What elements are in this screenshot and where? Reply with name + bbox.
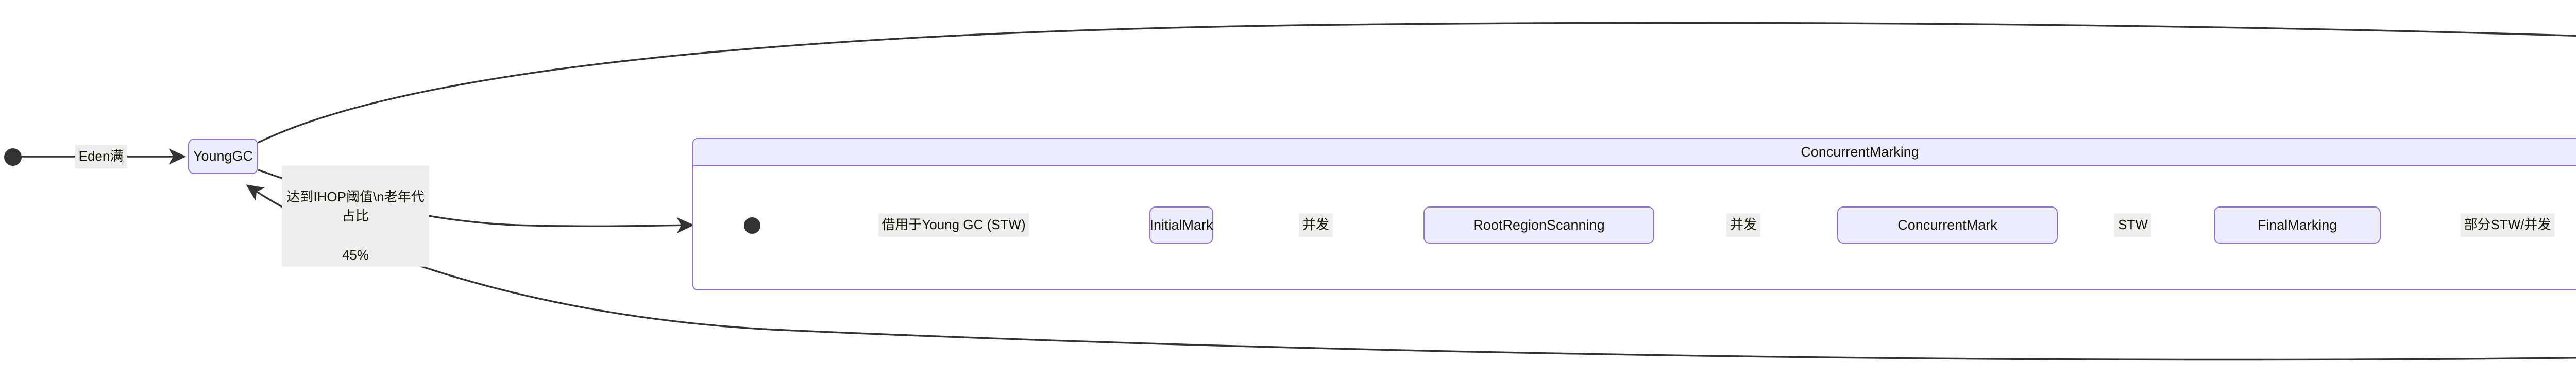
edge-label-ihop-line2: 45%: [342, 247, 369, 263]
composite-state-title-bar: ConcurrentMarking: [693, 139, 2576, 166]
state-finalmarking[interactable]: FinalMarking: [2214, 206, 2381, 244]
state-rootregionscanning-label: RootRegionScanning: [1473, 217, 1605, 233]
state-younggc-label: YoungGC: [193, 148, 253, 164]
edge-label-concurrent-1: 并发: [1298, 213, 1333, 237]
edge-label-eden-full: Eden满: [75, 145, 127, 168]
composite-start-state-marker: [744, 217, 760, 234]
edge-label-partial-stw: 部分STW/并发: [2460, 213, 2555, 237]
start-state-marker: [4, 148, 22, 166]
state-initialmark[interactable]: InitialMark: [1149, 206, 1213, 244]
state-finalmarking-label: FinalMarking: [2257, 217, 2337, 233]
edge-label-ihop-threshold: 达到IHOP阈值\n老年代占比 45%: [282, 165, 429, 267]
state-initialmark-label: InitialMark: [1149, 217, 1213, 233]
state-younggc[interactable]: YoungGC: [188, 139, 258, 174]
edge-label-stw: STW: [2114, 213, 2151, 237]
edge-label-borrow-young-gc: 借用于Young GC (STW): [878, 213, 1029, 237]
state-rootregionscanning[interactable]: RootRegionScanning: [1423, 206, 1654, 244]
state-concurrentmark-label: ConcurrentMark: [1897, 217, 1997, 233]
composite-state-title: ConcurrentMarking: [1801, 144, 1919, 160]
edge-label-concurrent-2: 并发: [1726, 213, 1761, 237]
edge-label-ihop-line1: 达到IHOP阈值\n老年代占比: [286, 188, 425, 224]
state-concurrentmark[interactable]: ConcurrentMark: [1837, 206, 2058, 244]
